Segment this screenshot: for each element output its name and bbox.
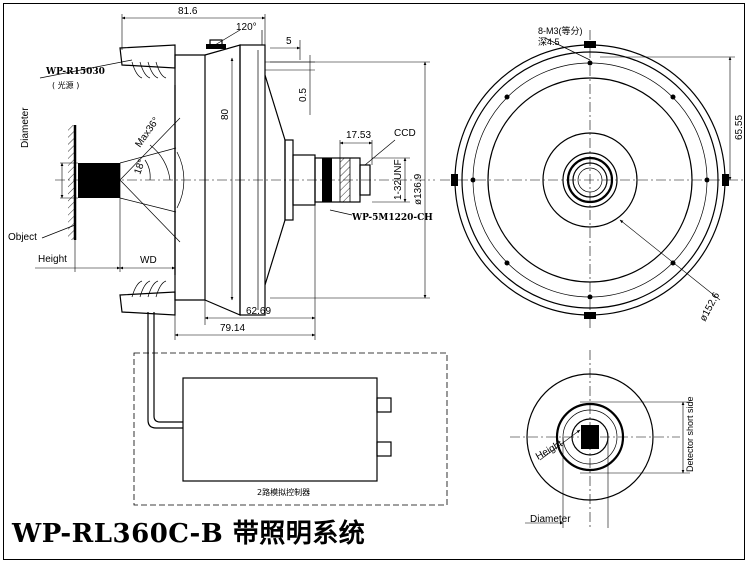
light-source-model-label: WP-R15030 bbox=[45, 67, 105, 77]
front-hub-ring-3 bbox=[572, 162, 608, 198]
detector-ring bbox=[555, 402, 625, 472]
max-angle-ray-bottom bbox=[119, 179, 181, 243]
camera-model-label: WP-5M1220-CH bbox=[351, 213, 433, 223]
clamp-knob-base bbox=[206, 44, 226, 49]
object-wall-hatch bbox=[68, 125, 75, 240]
lens-curve bbox=[176, 151, 185, 209]
controller-cable-inner bbox=[153, 312, 183, 423]
angle-120-leader-left bbox=[214, 29, 241, 46]
side-view: 81.6 120° 5 0.5 80 17.53 CCD 1-32UNF ø13… bbox=[8, 6, 448, 506]
controller-label: 2路模拟控制器 bbox=[257, 487, 310, 497]
dim-81-6-text: 81.6 bbox=[178, 6, 198, 17]
angle-18-label: 18° bbox=[132, 158, 148, 176]
controller-port-2 bbox=[376, 441, 392, 457]
fov-ray-top bbox=[119, 147, 177, 164]
max-angle-arc bbox=[149, 144, 171, 181]
front-hub-outer bbox=[542, 132, 638, 228]
object-leader bbox=[41, 224, 76, 239]
dim-80-text: 80 bbox=[220, 108, 231, 120]
dim-0-5-text: 0.5 bbox=[298, 88, 309, 102]
drawing-title: WP-RL360C-B 带照明系统 bbox=[12, 519, 366, 549]
dim-65-55-text: 65.55 bbox=[734, 115, 745, 140]
ccd-lens bbox=[314, 157, 371, 203]
dim-thread-text: 1-32UNF bbox=[393, 159, 404, 200]
diameter-label: Diameter bbox=[20, 107, 31, 148]
dim-79-14-text: 79.14 bbox=[220, 323, 245, 334]
detector-outer-circle bbox=[526, 373, 654, 501]
led-tubes-bottom bbox=[131, 280, 167, 298]
light-source-bottom-housing bbox=[119, 291, 176, 316]
dim-152-6-text: ø152.6 bbox=[698, 290, 723, 323]
controller-cable bbox=[147, 312, 183, 429]
dim-152-6-leader bbox=[619, 219, 721, 301]
dim-5-text: 5 bbox=[286, 36, 292, 47]
controller-port-1 bbox=[376, 397, 392, 413]
detector-height-leader bbox=[539, 429, 581, 461]
body-main-barrel bbox=[239, 44, 266, 316]
controller-enclosure bbox=[133, 352, 448, 506]
object-block bbox=[78, 163, 120, 198]
light-source-label: ( 光源 ) bbox=[52, 80, 79, 90]
fov-ray-bottom bbox=[119, 197, 177, 213]
front-inner-circle bbox=[487, 77, 693, 283]
dim-17-53-text: 17.53 bbox=[346, 130, 371, 141]
holes-label: 8-M3(等分) bbox=[538, 25, 583, 36]
detector-short-side-label: Detector short side bbox=[685, 396, 695, 472]
depth-label: 深4.5 bbox=[538, 37, 560, 47]
object-label: Object bbox=[8, 232, 37, 243]
dim-angle-text: 120° bbox=[236, 22, 257, 33]
m3-holes bbox=[470, 60, 710, 300]
camera-leader bbox=[329, 209, 353, 216]
max-angle-ray-top bbox=[119, 117, 181, 181]
height-label: Height bbox=[38, 254, 67, 265]
dim-136-9-text: ø136.9 bbox=[413, 173, 424, 205]
light-source-leader bbox=[39, 59, 133, 79]
max-angle-label: Max36° bbox=[133, 116, 162, 150]
front-hub-ring-2 bbox=[566, 156, 614, 204]
mounting-screws bbox=[451, 41, 729, 319]
led-tubes-top bbox=[131, 61, 167, 79]
front-hub-center bbox=[577, 167, 603, 193]
detector-sensor bbox=[581, 425, 599, 449]
front-view: 8-M3(等分) 深4.5 65.55 ø152.6 bbox=[440, 25, 745, 330]
wd-label: WD bbox=[140, 255, 157, 266]
ccd-label: CCD bbox=[394, 128, 416, 139]
ccd-leader bbox=[364, 139, 396, 166]
controller-box bbox=[182, 377, 378, 482]
holes-leader bbox=[544, 37, 591, 61]
angle-18-arc bbox=[144, 159, 151, 181]
detector-diameter-label: Diameter bbox=[530, 514, 571, 525]
front-hub-ring bbox=[562, 152, 618, 208]
dim-62-69-text: 62.69 bbox=[246, 306, 271, 317]
light-source-ring bbox=[174, 54, 206, 301]
detector-view: Height Detector short side Diameter bbox=[510, 350, 695, 530]
detector-height-label: Height bbox=[534, 439, 565, 463]
light-source-top-housing bbox=[119, 44, 176, 69]
drawing-frame bbox=[3, 3, 745, 560]
front-outer-circle-2 bbox=[461, 51, 719, 309]
